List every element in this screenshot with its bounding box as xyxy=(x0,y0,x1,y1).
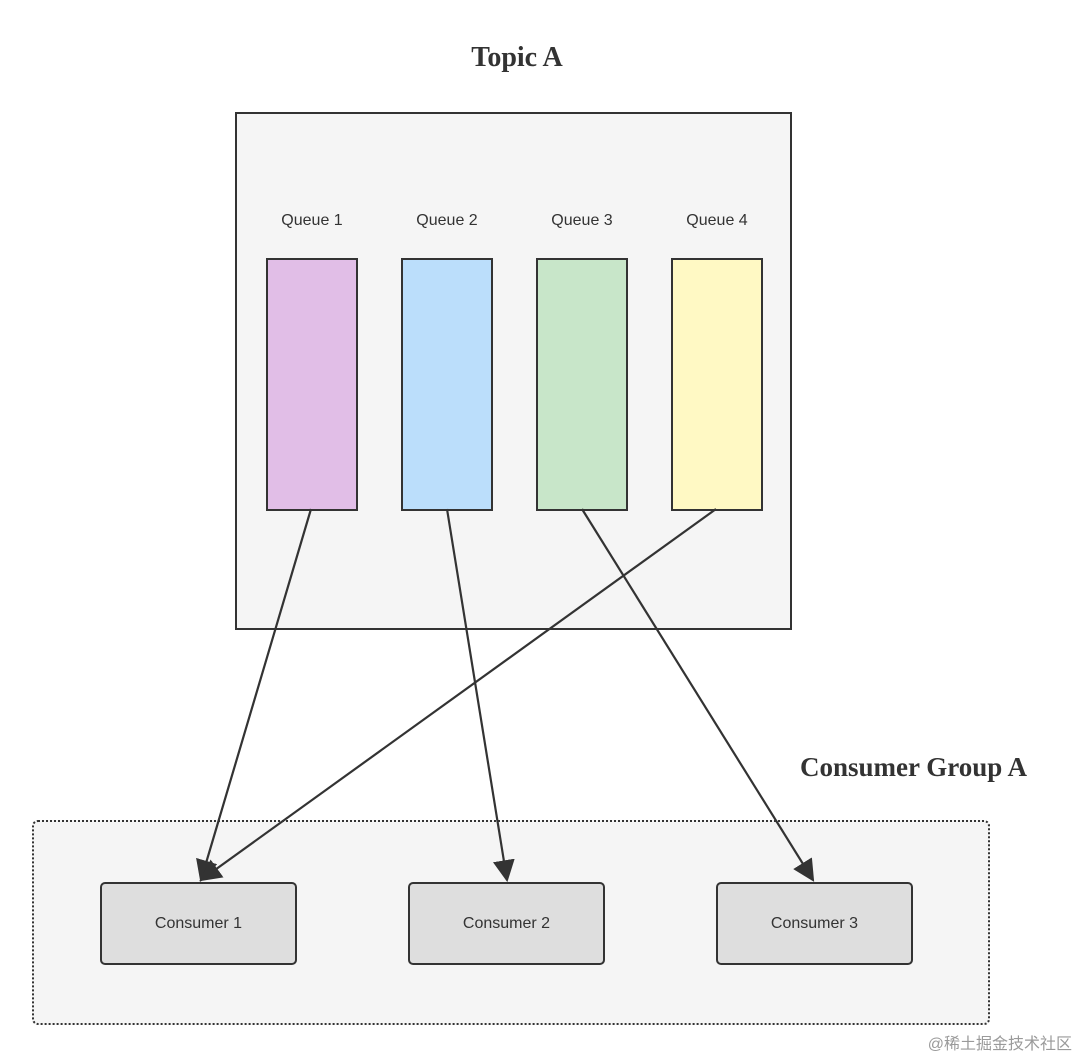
queue-1-label: Queue 1 xyxy=(281,212,343,229)
consumer-1: Consumer 1 xyxy=(100,882,297,965)
watermark: @稀土掘金技术社区 xyxy=(927,1036,1072,1053)
topic-title: Topic A xyxy=(471,42,563,73)
queue-3-label: Queue 3 xyxy=(551,212,613,229)
queue-1 xyxy=(266,258,358,511)
queue-3 xyxy=(536,258,628,511)
edge-queue1-consumer1 xyxy=(196,508,313,883)
queue-2-label: Queue 2 xyxy=(416,212,478,229)
edge-queue2-consumer2 xyxy=(445,508,515,883)
edge-queue4-consumer1 xyxy=(199,508,717,882)
consumer-3: Consumer 3 xyxy=(716,882,913,965)
queue-4 xyxy=(671,258,763,511)
queue-2 xyxy=(401,258,493,511)
consumer-2: Consumer 2 xyxy=(408,882,605,965)
consumer-group-title: Consumer Group A xyxy=(800,752,1028,782)
edge-queue3-consumer3 xyxy=(581,508,815,882)
queue-4-label: Queue 4 xyxy=(686,212,748,229)
